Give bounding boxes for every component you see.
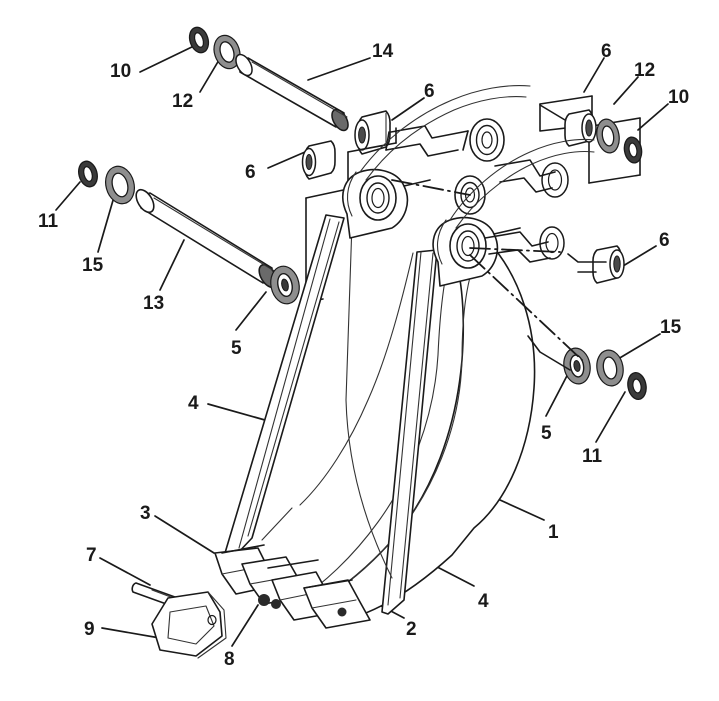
part-6-bushing-upper-left xyxy=(301,140,336,180)
leader-line-12 xyxy=(199,59,220,93)
callout-label-12: 12 xyxy=(172,91,194,112)
part-15-seal-ring-left xyxy=(105,165,135,205)
bucket-lug-left xyxy=(342,168,409,239)
callout-label-1: 1 xyxy=(548,522,559,543)
leader-line-9 xyxy=(101,627,161,639)
axis-line-upper xyxy=(391,179,471,196)
callout-label-15: 15 xyxy=(660,317,682,338)
leader-line-6 xyxy=(583,57,605,93)
leader-line-8 xyxy=(231,604,259,647)
callout-label-4: 4 xyxy=(478,591,489,612)
bucket-arm-bands xyxy=(359,85,595,229)
leader-line-14 xyxy=(307,57,371,81)
axis-line-mid xyxy=(469,247,561,253)
leader-line-3 xyxy=(154,515,215,554)
bucket-boss-front-upper xyxy=(541,162,569,198)
callout-label-15: 15 xyxy=(82,255,104,276)
part-10-retaining-ring-right xyxy=(623,136,643,164)
leader-line-10 xyxy=(139,44,197,73)
callout-label-7: 7 xyxy=(86,545,97,566)
leader-line-15 xyxy=(612,333,661,363)
leader-line-5 xyxy=(545,369,571,417)
part-10-retaining-ring-left xyxy=(188,26,210,54)
part-12-seal-ring-left xyxy=(213,34,241,70)
callout-label-10: 10 xyxy=(110,61,132,82)
part-4-bucket-side-plate-right xyxy=(381,249,438,615)
leader-line-13 xyxy=(159,239,185,291)
leader-line-10 xyxy=(637,103,669,131)
bucket-boss-rear-upper xyxy=(469,118,505,162)
bucket-inner-shell xyxy=(261,222,414,579)
callout-label-14: 14 xyxy=(372,41,394,62)
leader-line-11 xyxy=(55,181,81,211)
part-15-seal-ring-right xyxy=(596,349,624,387)
callout-label-6: 6 xyxy=(424,81,435,102)
part-13-pivot-pin-long xyxy=(135,188,278,289)
callout-label-9: 9 xyxy=(84,619,95,640)
part-11-retaining-ring-left xyxy=(78,160,98,188)
callout-label-5: 5 xyxy=(231,338,242,359)
part-6-bushing-right-lower xyxy=(592,245,625,284)
callout-label-3: 3 xyxy=(140,503,151,524)
leader-line-6 xyxy=(267,151,306,169)
callout-label-4: 4 xyxy=(188,393,199,414)
callout-label-6: 6 xyxy=(601,41,612,62)
part-6-bushing-upper-right xyxy=(354,110,391,155)
callout-label-6: 6 xyxy=(659,230,670,251)
callout-label-10: 10 xyxy=(668,87,690,108)
part-5-bushing-left xyxy=(270,265,300,305)
leader-line-12 xyxy=(613,76,639,105)
part-9-bucket-tooth xyxy=(151,591,227,659)
leader-line-6 xyxy=(622,245,657,267)
leader-line-5 xyxy=(235,291,267,331)
bucket-lug-right xyxy=(432,216,499,287)
axis-line-lower xyxy=(469,254,583,361)
leader-line-7 xyxy=(99,557,151,586)
part-5-bushing-right xyxy=(563,347,591,385)
callout-label-11: 11 xyxy=(582,446,603,467)
bucket-bottom-edge xyxy=(221,544,353,589)
callout-label-6: 6 xyxy=(245,162,256,183)
part-11-retaining-ring-right xyxy=(627,371,647,401)
callout-label-5: 5 xyxy=(541,423,552,444)
leader-line-4 xyxy=(207,403,273,423)
callout-label-2: 2 xyxy=(406,619,417,640)
callout-label-12: 12 xyxy=(634,60,656,81)
part-14-pivot-pin-short xyxy=(235,53,349,132)
callout-label-13: 13 xyxy=(143,293,165,314)
leader-line-6 xyxy=(391,97,425,121)
callout-label-11: 11 xyxy=(38,211,59,232)
part-6-bushing-right-top xyxy=(564,109,597,147)
callout-label-8: 8 xyxy=(224,649,235,670)
leader-line-11 xyxy=(595,391,626,443)
bucket-tie-bars xyxy=(385,104,607,371)
part-12-seal-ring-right xyxy=(596,118,620,154)
